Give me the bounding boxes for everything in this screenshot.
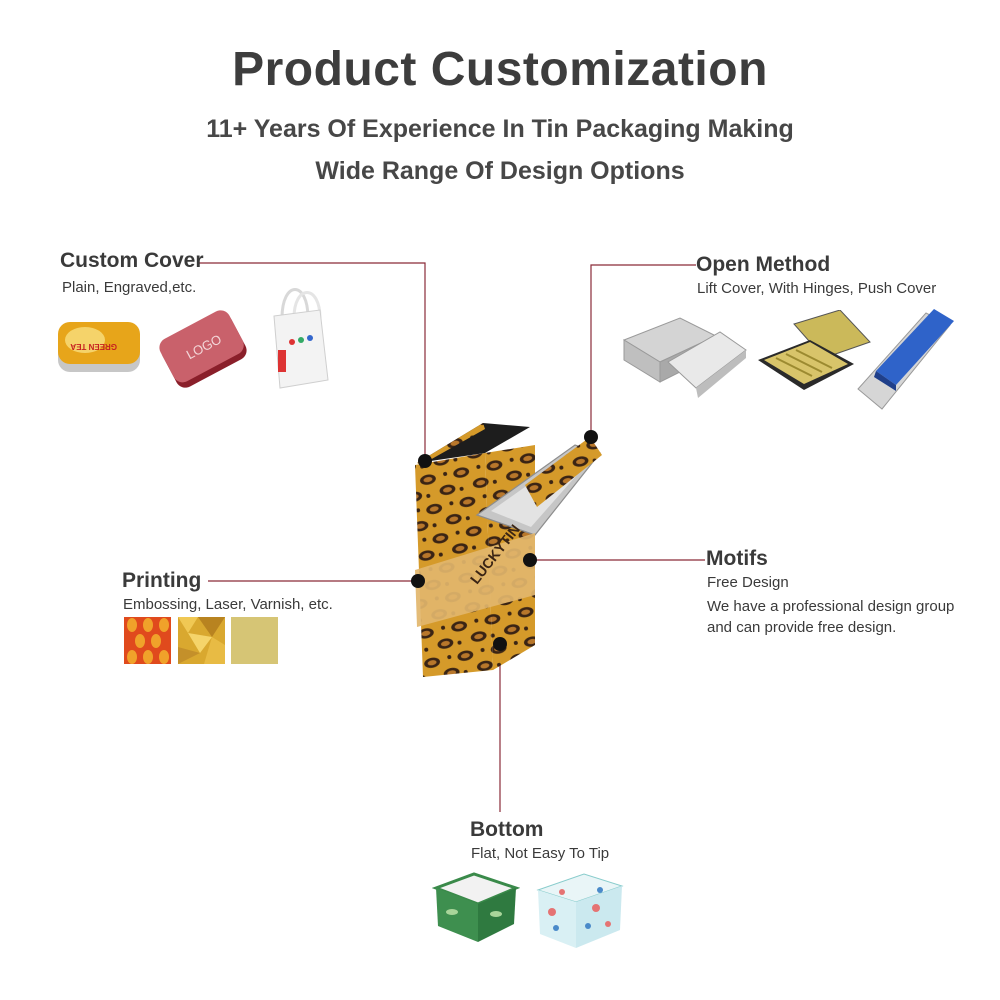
laser-sample-image: [178, 617, 225, 664]
open-method-dot: [584, 430, 598, 444]
logo-engraved-tin-image: LOGO: [159, 310, 247, 388]
bottom-desc: Flat, Not Easy To Tip: [471, 845, 610, 862]
motifs-desc-detail-1: We have a professional design group: [707, 598, 955, 615]
subtitle-experience: 11+ Years Of Experience In Tin Packaging…: [206, 115, 794, 143]
custom-cover-connector: [198, 262, 426, 461]
push-cover-tin-image: [857, 309, 954, 410]
leopard-tin-product: LUCKYTIN: [415, 423, 602, 677]
custom-cover-dot: [418, 454, 432, 468]
open-method-connector: [590, 264, 696, 437]
custom-cover-desc: Plain, Engraved,etc.: [62, 279, 197, 296]
bottom-dot: [493, 637, 507, 651]
motifs-title: Motifs: [706, 547, 768, 570]
motifs-dot: [523, 553, 537, 567]
hinged-tin-image: [758, 310, 871, 390]
printing-desc: Embossing, Laser, Varnish, etc.: [123, 596, 333, 613]
floral-tin-image: [536, 873, 624, 948]
open-method-title: Open Method: [696, 253, 831, 276]
printing-title: Printing: [122, 569, 202, 592]
bag-shaped-tin-image: [273, 288, 329, 389]
green-tea-tin-image: GREEN TEA: [58, 322, 140, 372]
subtitle-design-options: Wide Range Of Design Options: [315, 157, 685, 185]
custom-cover-title: Custom Cover: [60, 249, 204, 272]
open-method-desc: Lift Cover, With Hinges, Push Cover: [697, 280, 937, 297]
lift-cover-tin-image: [622, 317, 747, 398]
green-tea-label: GREEN TEA: [70, 342, 117, 351]
green-leaf-tin-image: [432, 872, 520, 942]
motifs-desc-detail-2: and can provide free design.: [707, 619, 897, 636]
varnish-sample-image: [231, 617, 278, 664]
printing-dot: [411, 574, 425, 588]
bottom-title: Bottom: [470, 818, 544, 841]
motifs-desc: Free Design: [707, 574, 789, 591]
embossing-sample-image: [124, 617, 171, 664]
page-title: Product Customization: [232, 43, 768, 96]
